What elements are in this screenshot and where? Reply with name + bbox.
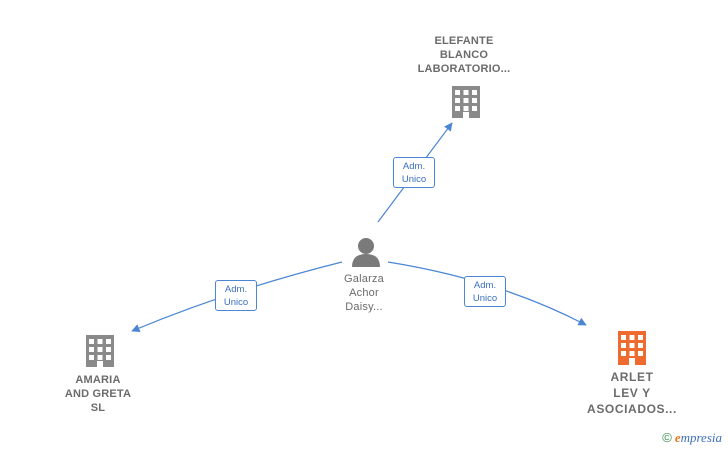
brand-name: mpresia: [680, 430, 722, 445]
label-line: AND GRETA: [64, 388, 132, 400]
label-line: LABORATORIO...: [417, 63, 511, 75]
brand-logo[interactable]: ©empresia: [662, 430, 722, 446]
person-icon[interactable]: [352, 238, 380, 267]
person-label[interactable]: Galarza Achor Daisy...: [322, 272, 406, 314]
copyright-icon: ©: [662, 430, 672, 445]
building-icon[interactable]: [452, 86, 480, 118]
company-label-arlet[interactable]: ARLET LEV Y ASOCIADOS...: [570, 369, 694, 417]
label-line: ARLET: [610, 370, 654, 384]
relation-text: Adm.: [473, 280, 497, 291]
label-line: LEV Y: [613, 386, 651, 400]
label-line: Galarza: [344, 273, 384, 285]
relation-label-elefante[interactable]: Adm. Unico: [393, 157, 435, 188]
label-line: BLANCO: [439, 49, 489, 61]
relation-label-amaria[interactable]: Adm. Unico: [215, 280, 257, 311]
company-label-amaria[interactable]: AMARIA AND GRETA SL: [46, 373, 150, 415]
label-line: SL: [90, 402, 106, 414]
building-icon[interactable]: [618, 331, 646, 365]
brand-initial: e: [674, 430, 681, 445]
building-icon[interactable]: [86, 335, 114, 367]
company-label-elefante[interactable]: ELEFANTE BLANCO LABORATORIO...: [404, 34, 524, 76]
relation-text: Unico: [223, 297, 249, 308]
relation-text: Adm.: [224, 284, 248, 295]
label-line: AMARIA: [75, 374, 121, 386]
relation-label-arlet[interactable]: Adm. Unico: [464, 276, 506, 307]
relation-text: Unico: [401, 174, 427, 185]
relation-text: Unico: [472, 293, 498, 304]
label-line: ASOCIADOS...: [587, 402, 677, 416]
label-line: Daisy...: [345, 301, 383, 313]
relation-text: Adm.: [402, 161, 426, 172]
label-line: Achor: [349, 287, 379, 299]
label-line: ELEFANTE: [434, 35, 494, 47]
